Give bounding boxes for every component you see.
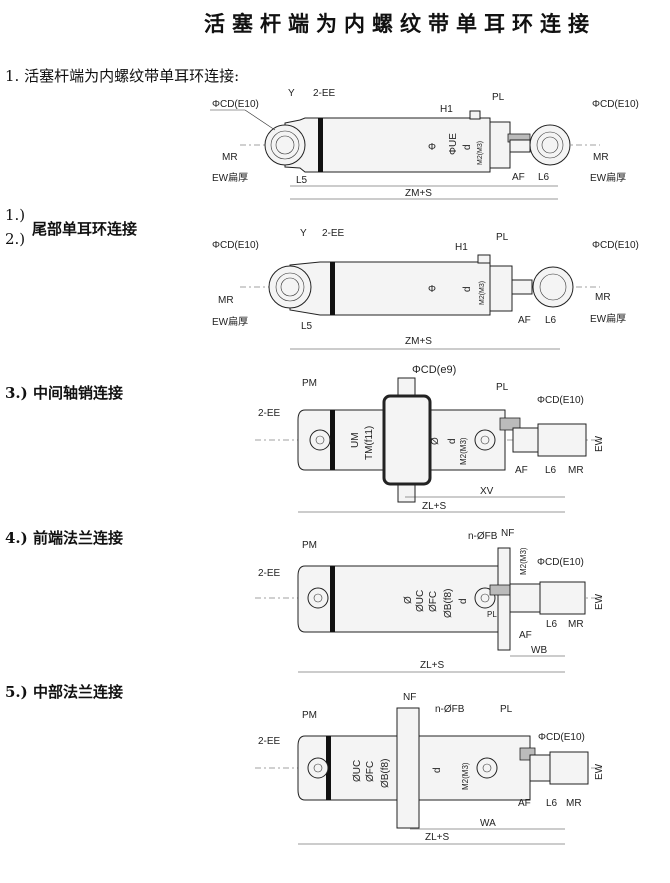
d2-af-label: AF — [518, 315, 531, 326]
d2-pl-label: PL — [496, 232, 509, 243]
d4-m2-label: M2(M3) — [519, 547, 528, 575]
d2-ee-label: 2-EE — [322, 228, 345, 239]
d3-pm-label: PM — [302, 378, 317, 389]
d2-m2-label: M2(M3) — [479, 281, 486, 305]
d5-fc-label: ØFC — [365, 761, 376, 782]
drawing-2-rear-single-eye: ΦCD(E10) Y 2-EE MR EW扁厚 L5 ZM+S H1 PL Φ … — [212, 228, 639, 350]
d1-ue-label: ΦUE — [448, 133, 459, 155]
d4-b-label: ØB(f8) — [443, 589, 454, 618]
d2-mr-right-label: MR — [595, 292, 611, 303]
d2-mr-left-label: MR — [218, 295, 234, 306]
d1-mr-left-label: MR — [222, 152, 238, 163]
d5-l6-label: L6 — [546, 798, 558, 809]
d5-m2-label: M2(M3) — [461, 762, 470, 790]
d4-phi-label: Ø — [403, 596, 414, 604]
d5-pl-label: PL — [500, 704, 513, 715]
drawing-5-middle-flange: PM 2-EE NF n-ØFB PL ΦCD(E10) ØUC ØFC ØB(… — [255, 692, 605, 845]
section-2-number-2: 2.) — [5, 230, 26, 248]
d5-nf-label: NF — [403, 692, 416, 703]
drawing-3-trunnion: PM 2-EE ΦCD(e9) UM TM(f11) Ø d M2(M3) PL… — [255, 364, 605, 513]
d5-uc-label: ØUC — [352, 760, 363, 782]
d4-ew-label: EW — [594, 593, 605, 610]
d3-tm-label: TM(f11) — [364, 426, 375, 460]
section-2-heading: 尾部单耳环连接 — [32, 220, 138, 238]
section-4-heading: 4.) 前端法兰连接 — [5, 529, 123, 547]
d3-af-label: AF — [515, 465, 528, 476]
d3-cd-e9-label: ΦCD(e9) — [412, 364, 456, 376]
d4-cd-label: ΦCD(E10) — [537, 557, 584, 568]
d4-pl-label: PL — [487, 610, 497, 619]
d2-h1-label: H1 — [455, 242, 468, 253]
d1-cd-left-label: ΦCD(E10) — [212, 99, 259, 110]
d3-pl-label: PL — [496, 382, 509, 393]
d2-y-label: Y — [300, 228, 307, 239]
d1-m2-label: M2(M3) — [477, 141, 484, 165]
d1-cd-right-label: ΦCD(E10) — [592, 99, 639, 110]
d2-d-label: d — [462, 286, 473, 292]
d1-y-label: Y — [288, 88, 295, 99]
d1-ew-left-label: EW扁厚 — [212, 171, 248, 184]
d2-l5-label: L5 — [301, 321, 313, 332]
d2-cd-right-label: ΦCD(E10) — [592, 240, 639, 251]
d5-d-label: d — [432, 767, 443, 773]
d5-af-label: AF — [518, 798, 531, 809]
d3-ew-label: EW — [594, 435, 605, 452]
d3-zls-label: ZL+S — [422, 501, 447, 512]
d1-l6-label: L6 — [538, 172, 550, 183]
d5-fb-label: n-ØFB — [435, 704, 465, 715]
d5-mr-label: MR — [566, 798, 582, 809]
d2-ew-right-label: EW扁厚 — [590, 312, 626, 325]
d3-um-label: UM — [350, 432, 361, 448]
drawing-4-front-flange: PM 2-EE n-ØFB NF Ø ØUC ØFC ØB(f8) d M2(M… — [255, 528, 605, 673]
d4-zls-label: ZL+S — [420, 660, 445, 671]
d4-ee-label: 2-EE — [258, 568, 281, 579]
d4-d-label: d — [458, 598, 469, 604]
d4-pm-label: PM — [302, 540, 317, 551]
d5-ee-label: 2-EE — [258, 736, 281, 747]
d3-mr-label: MR — [568, 465, 584, 476]
d3-m2-label: M2(M3) — [459, 437, 468, 465]
d1-ew-right-label: EW扁厚 — [590, 171, 626, 184]
d1-l5-label: L5 — [296, 175, 308, 186]
d5-b-label: ØB(f8) — [380, 759, 391, 788]
section-3-heading: 3.) 中间轴销连接 — [5, 384, 123, 402]
d4-mr-label: MR — [568, 619, 584, 630]
d1-af-label: AF — [512, 172, 525, 183]
d1-pl-label: PL — [492, 92, 505, 103]
d1-phi-label: Φ — [428, 142, 436, 153]
d4-af-label: AF — [519, 630, 532, 641]
d4-fc-label: ØFC — [428, 591, 439, 612]
d5-pm-label: PM — [302, 710, 317, 721]
d2-ew-left-label: EW扁厚 — [212, 315, 248, 328]
d3-cd-label: ΦCD(E10) — [537, 395, 584, 406]
section-2-number-1: 1.) — [5, 206, 26, 224]
d3-ee-label: 2-EE — [258, 408, 281, 419]
d4-l6-label: L6 — [546, 619, 558, 630]
d3-phi-label: Ø — [430, 437, 441, 445]
d1-zms-label: ZM+S — [405, 188, 432, 199]
d5-zls-label: ZL+S — [425, 832, 450, 843]
d1-h1-label: H1 — [440, 104, 453, 115]
d3-d-label: d — [447, 438, 458, 444]
d2-cd-left-label: ΦCD(E10) — [212, 240, 259, 251]
page-title: 活塞杆端为内螺纹带单耳环连接 — [204, 12, 596, 36]
d4-nf-label: NF — [501, 528, 514, 539]
d4-wb-label: WB — [531, 645, 547, 656]
d2-l6-label: L6 — [545, 315, 557, 326]
d1-ee-label: 2-EE — [313, 88, 336, 99]
d4-fb-label: n-ØFB — [468, 531, 498, 542]
d5-wa-label: WA — [480, 818, 496, 829]
d5-cd-label: ΦCD(E10) — [538, 732, 585, 743]
d1-d-label: d — [462, 144, 473, 150]
section-1-heading: 1. 活塞杆端为内螺纹带单耳环连接: — [5, 67, 240, 85]
d2-zms-label: ZM+S — [405, 336, 432, 347]
d2-phi-label: Φ — [428, 284, 436, 295]
drawing-1-rear-eye-cylinder: ΦCD(E10) Y 2-EE MR EW扁厚 L5 ZM+S H1 PL Φ … — [210, 88, 639, 200]
d3-xv-label: XV — [480, 486, 494, 497]
d3-l6-label: L6 — [545, 465, 557, 476]
d1-mr-right-label: MR — [593, 152, 609, 163]
d4-uc-label: ØUC — [415, 590, 426, 612]
d5-ew-label: EW — [594, 763, 605, 780]
section-5-heading: 5.) 中部法兰连接 — [5, 683, 123, 701]
